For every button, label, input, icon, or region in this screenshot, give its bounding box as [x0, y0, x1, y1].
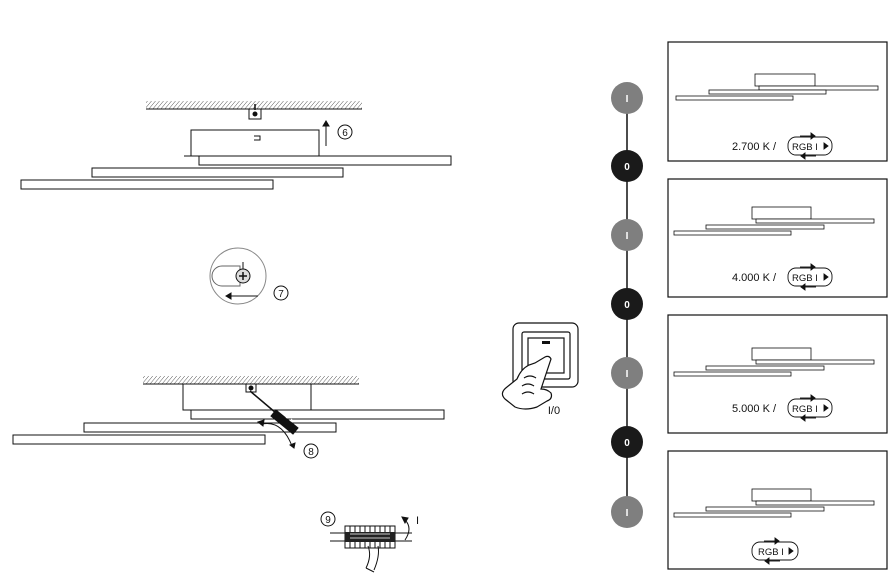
- lamp-sketch: [673, 488, 875, 518]
- step-9-number: 9: [325, 515, 331, 526]
- sequence-node: 0: [611, 288, 643, 320]
- rgb-cycle-icon: [751, 537, 799, 565]
- light-bar-middle: [91, 167, 344, 178]
- panel-temp: 4.000 K /: [732, 272, 777, 284]
- step-7-illustration: [209, 247, 289, 305]
- lamp-sketch: [673, 347, 875, 377]
- svg-text:I: I: [626, 94, 629, 105]
- rgb-label: RGB I: [792, 142, 818, 153]
- light-bar-top: [198, 155, 452, 166]
- step-7-number: 7: [278, 289, 284, 300]
- pull-arrow-icon: [404, 519, 410, 541]
- sequence-node: I: [611, 357, 643, 389]
- svg-text:I: I: [626, 508, 629, 519]
- step-6-circle: [337, 124, 353, 140]
- step-6-number: 6: [342, 128, 348, 139]
- svg-text:I: I: [626, 231, 629, 242]
- panel-temp: 5.000 K /: [732, 403, 777, 415]
- panel-temp: 2.700 K /: [732, 141, 777, 153]
- light-bar-bottom-2: [12, 434, 266, 445]
- lamp-sketch: [673, 206, 875, 236]
- mode-panel: 2.700 K / RGB I: [667, 41, 888, 162]
- sequence-node: I: [611, 496, 643, 528]
- step-8-number: 8: [308, 447, 314, 458]
- step-8-illustration: [12, 376, 445, 459]
- switch-label: I/0: [548, 405, 560, 417]
- step-7-circle: [273, 285, 289, 301]
- svg-text:0: 0: [624, 438, 630, 449]
- lamp-sketch: [675, 73, 879, 101]
- sequence-node: I: [611, 82, 643, 114]
- light-bar-middle-2: [83, 422, 337, 433]
- hand-pressing-icon: [501, 355, 553, 410]
- mode-panel: RGB I: [667, 450, 888, 570]
- svg-text:I: I: [626, 369, 629, 380]
- step-6-illustration: [20, 101, 452, 190]
- rgb-label: RGB I: [758, 547, 784, 558]
- mode-panel: 5.000 K / RGB I: [667, 314, 888, 434]
- ceiling-hatch-2: [143, 376, 359, 384]
- light-bar-bottom: [20, 179, 274, 190]
- step-9-circle: [320, 511, 336, 527]
- hand-icon: [365, 545, 379, 573]
- rgb-label: RGB I: [792, 404, 818, 415]
- sequence-node: 0: [611, 426, 643, 458]
- ceiling-hatch: [146, 101, 362, 109]
- rgb-cycle-icon: [787, 132, 833, 160]
- rgb-cycle-icon: [787, 263, 833, 291]
- light-bar-top-2: [190, 409, 445, 420]
- sequence-node: 0: [611, 150, 643, 182]
- svg-text:0: 0: [624, 300, 630, 311]
- svg-text:0: 0: [624, 162, 630, 173]
- canopy-box: [190, 129, 320, 157]
- rgb-cycle-icon: [787, 394, 833, 422]
- rgb-label: RGB I: [792, 273, 818, 284]
- screwdriver-icon: [249, 390, 299, 435]
- wall-switch: [501, 322, 579, 410]
- detail-circle: [209, 247, 267, 305]
- step-9-illustration: [320, 511, 412, 573]
- rotate-arrow-icon: [261, 422, 293, 447]
- terminal-arrow-label: I: [416, 515, 419, 527]
- mode-panel: 4.000 K / RGB I: [667, 178, 888, 298]
- sequence-node: I: [611, 219, 643, 251]
- step-8-circle: [303, 443, 319, 459]
